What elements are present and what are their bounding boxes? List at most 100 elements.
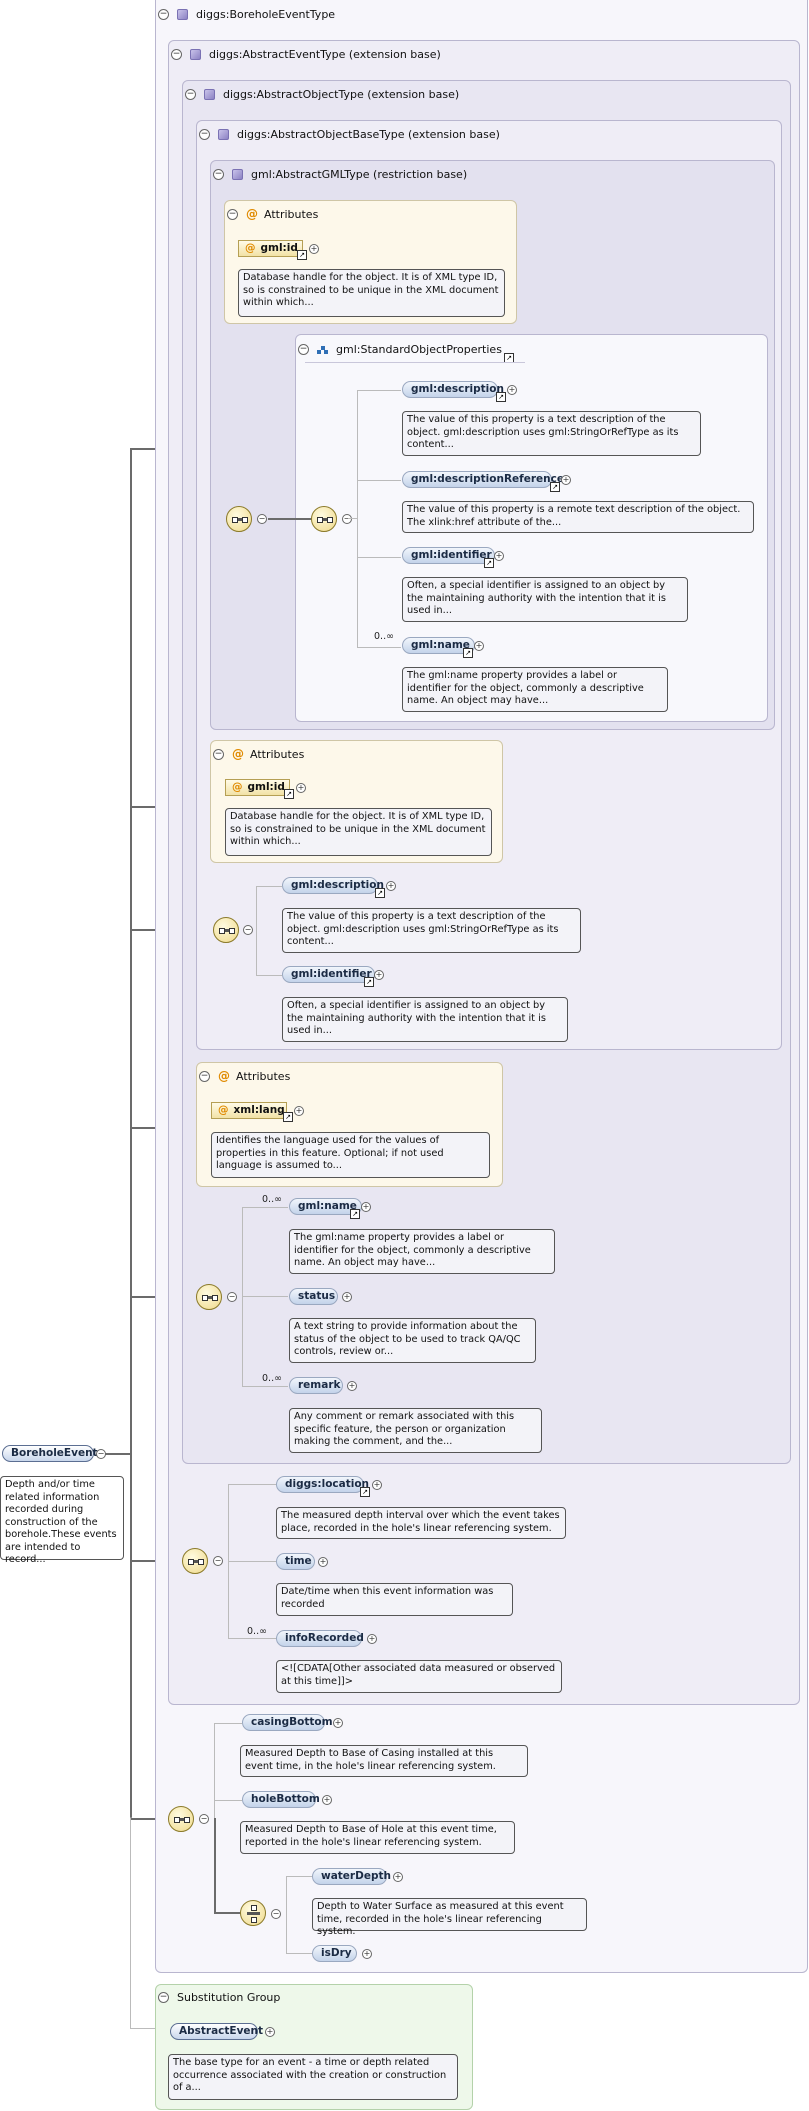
element-gml-identifier[interactable]: gml:identifier	[282, 966, 375, 983]
sequence-compositor-icon[interactable]	[196, 1284, 222, 1310]
abstract-object-type-header[interactable]: − diggs:AbstractObjectType (extension ba…	[185, 88, 459, 101]
attribute-gml-id[interactable]: @gml:id	[225, 779, 290, 796]
branch-to-choice	[214, 1818, 216, 1913]
branch-tick	[228, 1638, 276, 1639]
collapse-icon[interactable]: −	[257, 514, 267, 524]
root-element-borehole-event[interactable]: BoreholeEvent	[2, 1445, 98, 1462]
attributes-label: Attributes	[250, 747, 305, 761]
collapse-icon[interactable]: −	[271, 1909, 281, 1919]
reference-arrow-icon[interactable]: ↗	[496, 392, 506, 402]
collapse-icon[interactable]: −	[158, 1992, 169, 2003]
element-gml-description[interactable]: gml:description	[402, 381, 504, 398]
reference-arrow-icon[interactable]: ↗	[297, 250, 307, 260]
branch-tick	[228, 1484, 276, 1485]
abstract-object-base-type-header[interactable]: − diggs:AbstractObjectBaseType (extensio…	[199, 128, 500, 141]
collapse-icon[interactable]: −	[185, 89, 196, 100]
element-status[interactable]: status	[289, 1288, 338, 1305]
sequence-compositor-icon[interactable]	[182, 1548, 208, 1574]
collapse-icon[interactable]: −	[227, 208, 238, 220]
element-abstract-event[interactable]: AbstractEvent	[170, 2023, 263, 2040]
reference-arrow-icon[interactable]: ↗	[283, 1112, 293, 1122]
attribute-description: Database handle for the object. It is of…	[238, 269, 505, 317]
element-hole-bottom[interactable]: holeBottom	[242, 1791, 320, 1808]
element-is-dry[interactable]: isDry	[312, 1945, 357, 1962]
substitution-group-header[interactable]: − Substitution Group	[158, 1991, 280, 2004]
element-time[interactable]: time	[276, 1553, 315, 1570]
choice-compositor-icon[interactable]	[240, 1900, 266, 1926]
collapse-icon[interactable]: −	[199, 1814, 209, 1824]
reference-arrow-icon[interactable]: ↗	[360, 1487, 370, 1497]
element-info-recorded[interactable]: infoRecorded	[276, 1630, 364, 1647]
element-remark[interactable]: remark	[289, 1377, 343, 1394]
collapse-icon[interactable]: −	[342, 514, 352, 524]
sequence-compositor-icon[interactable]	[226, 506, 252, 532]
expand-icon[interactable]: +	[494, 551, 504, 561]
reference-arrow-icon[interactable]: ↗	[284, 789, 294, 799]
element-gml-identifier[interactable]: gml:identifier	[402, 547, 495, 564]
borehole-event-type-header[interactable]: − diggs:BoreholeEventType	[158, 8, 335, 21]
expand-icon[interactable]: +	[322, 1795, 332, 1805]
attribute-description: Database handle for the object. It is of…	[225, 808, 492, 856]
reference-arrow-icon[interactable]: ↗	[375, 888, 385, 898]
collapse-icon[interactable]: −	[199, 1070, 210, 1082]
reference-arrow-icon[interactable]: ↗	[350, 1209, 360, 1219]
collapse-icon[interactable]: −	[199, 129, 210, 140]
element-gml-description-reference[interactable]: gml:descriptionReference	[402, 471, 564, 488]
connector-borehole-seq	[130, 1818, 168, 1820]
reference-arrow-icon[interactable]: ↗	[364, 977, 374, 987]
collapse-icon[interactable]: −	[213, 169, 224, 180]
connector-substitution	[130, 1818, 131, 2028]
collapse-icon[interactable]: −	[213, 1556, 223, 1566]
expand-icon[interactable]: +	[367, 1634, 377, 1644]
branch-tick	[256, 886, 282, 887]
expand-icon[interactable]: +	[362, 1949, 372, 1959]
element-gml-name[interactable]: gml:name	[402, 637, 475, 654]
sequence-compositor-icon[interactable]	[311, 506, 337, 532]
element-casing-bottom[interactable]: casingBottom	[242, 1714, 333, 1731]
expand-icon[interactable]: +	[474, 641, 484, 651]
standard-object-properties-header[interactable]: − gml:StandardObjectProperties	[298, 343, 502, 356]
expand-icon[interactable]: +	[309, 244, 319, 254]
reference-arrow-icon[interactable]: ↗	[463, 648, 473, 658]
expand-icon[interactable]: +	[561, 475, 571, 485]
collapse-icon[interactable]: −	[243, 925, 253, 935]
expand-icon[interactable]: +	[347, 1381, 357, 1391]
collapse-icon[interactable]: −	[171, 49, 182, 60]
element-description: The value of this property is a remote t…	[402, 501, 754, 533]
expand-icon[interactable]: +	[333, 1718, 343, 1728]
expand-icon[interactable]: +	[386, 881, 396, 891]
expand-icon[interactable]: +	[374, 970, 384, 980]
branch-tick	[286, 1953, 312, 1954]
branch-tick	[242, 1207, 288, 1208]
collapse-icon[interactable]: −	[96, 1449, 106, 1459]
collapse-icon[interactable]: −	[298, 344, 309, 355]
expand-icon[interactable]: +	[318, 1557, 328, 1567]
spine-line	[130, 448, 132, 1818]
collapse-icon[interactable]: −	[158, 9, 169, 20]
attributes-header[interactable]: − @ Attributes	[199, 1069, 290, 1083]
expand-icon[interactable]: +	[393, 1872, 403, 1882]
reference-arrow-icon[interactable]: ↗	[484, 558, 494, 568]
expand-icon[interactable]: +	[361, 1202, 371, 1212]
expand-icon[interactable]: +	[294, 1106, 304, 1116]
attribute-gml-id[interactable]: @gml:id	[238, 240, 303, 257]
sequence-compositor-icon[interactable]	[168, 1806, 194, 1832]
abstract-gml-type-header[interactable]: − gml:AbstractGMLType (restriction base)	[213, 168, 467, 181]
expand-icon[interactable]: +	[372, 1480, 382, 1490]
reference-arrow-icon[interactable]: ↗	[550, 482, 560, 492]
expand-icon[interactable]: +	[265, 2027, 275, 2037]
attributes-header[interactable]: − @ Attributes	[227, 207, 318, 221]
element-gml-description[interactable]: gml:description	[282, 877, 384, 894]
collapse-icon[interactable]: −	[213, 748, 224, 760]
collapse-icon[interactable]: −	[227, 1292, 237, 1302]
element-water-depth[interactable]: waterDepth	[312, 1868, 391, 1885]
element-diggs-location[interactable]: diggs:location	[276, 1476, 369, 1493]
expand-icon[interactable]: +	[296, 783, 306, 793]
sequence-compositor-icon[interactable]	[213, 917, 239, 943]
element-description: The gml:name property provides a label o…	[289, 1229, 555, 1274]
expand-icon[interactable]: +	[507, 385, 517, 395]
attributes-header[interactable]: − @ Attributes	[213, 747, 304, 761]
attribute-xml-lang[interactable]: @xml:lang	[211, 1102, 287, 1119]
expand-icon[interactable]: +	[342, 1292, 352, 1302]
abstract-event-type-header[interactable]: − diggs:AbstractEventType (extension bas…	[171, 48, 441, 61]
